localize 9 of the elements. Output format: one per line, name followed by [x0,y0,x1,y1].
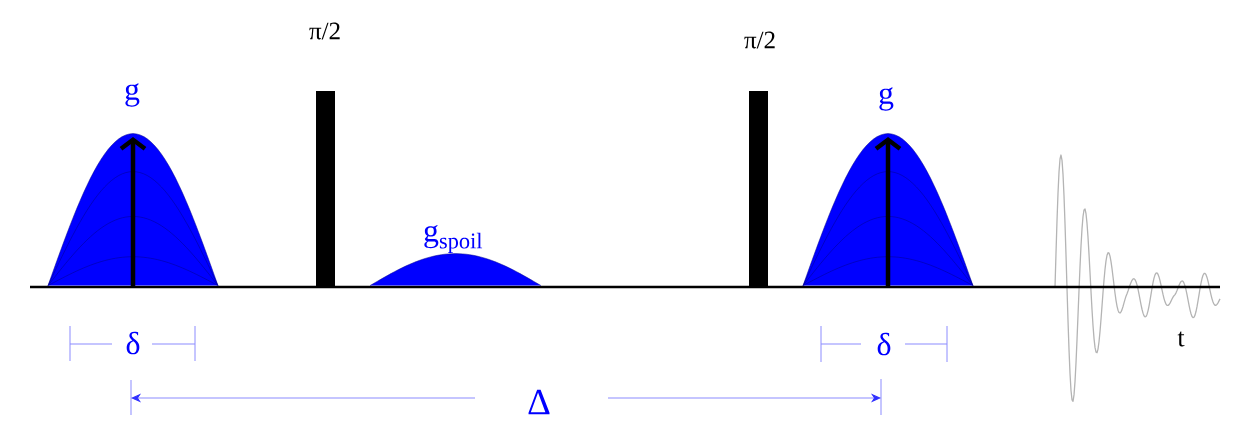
pulse-label: g [879,87,894,111]
pulse-label: g$_{spoil}$ [424,224,483,254]
pulse-label: π/2 [744,31,775,49]
dimension-label: δ [126,331,140,355]
dimension-label: Δ [528,389,550,415]
pulse-label: g [125,83,140,107]
pulse-label: π/2 [309,22,340,40]
dimension-label: δ [877,332,891,356]
axis-label: t [1177,331,1185,347]
